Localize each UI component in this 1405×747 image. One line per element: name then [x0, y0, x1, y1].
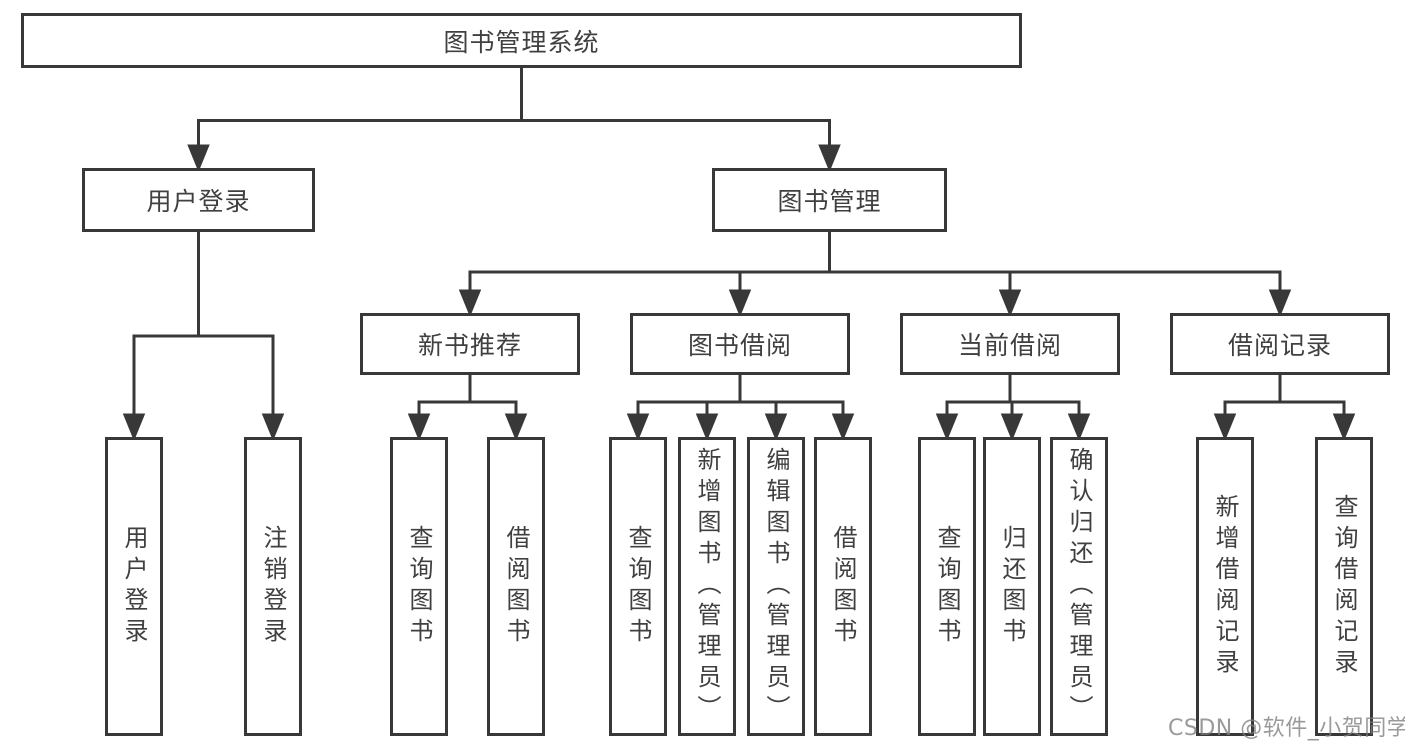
- connector-mgmt-to-level3: [458, 232, 1292, 317]
- leaf-query-books-borrow: 查询图书: [609, 437, 667, 736]
- leaf-confirm-return-admin-label: 确认归还（管理员）: [1065, 447, 1093, 726]
- leaf-return-books: 归还图书: [983, 437, 1041, 736]
- connector-root-to-level2: [187, 68, 841, 172]
- node-book-borrowing-label: 图书借阅: [687, 331, 792, 360]
- node-user-login-label: 用户登录: [146, 187, 251, 216]
- node-current-borrowing: 当前借阅: [900, 313, 1120, 375]
- csdn-watermark: CSDN @软件_小贺同学: [1168, 716, 1405, 741]
- leaf-add-books-admin-label: 新增图书（管理员）: [693, 447, 721, 726]
- node-current-borrowing-label: 当前借阅: [957, 331, 1062, 360]
- leaf-logout-label: 注销登录: [259, 524, 287, 649]
- leaf-borrow-books-recommend: 借阅图书: [487, 437, 545, 736]
- connector-login-to-leaves: [122, 232, 285, 441]
- connector-record-to-leaves: [1213, 375, 1356, 441]
- leaf-add-books-admin: 新增图书（管理员）: [678, 437, 736, 736]
- leaf-edit-books-admin: 编辑图书（管理员）: [747, 437, 805, 736]
- leaf-user-login: 用户登录: [105, 437, 163, 736]
- leaf-query-books-current-label: 查询图书: [933, 524, 961, 649]
- leaf-borrow-books: 借阅图书: [814, 437, 872, 736]
- node-borrowing-records: 借阅记录: [1170, 313, 1390, 375]
- leaf-confirm-return-admin: 确认归还（管理员）: [1050, 437, 1108, 736]
- leaf-add-borrow-record: 新增借阅记录: [1196, 437, 1254, 736]
- node-book-management: 图书管理: [712, 168, 947, 232]
- node-book-borrowing: 图书借阅: [630, 313, 850, 375]
- leaf-return-books-label: 归还图书: [998, 524, 1026, 649]
- connector-rec-to-leaves: [407, 375, 528, 441]
- leaf-user-login-label: 用户登录: [120, 524, 148, 649]
- leaf-borrow-books-recommend-label: 借阅图书: [502, 524, 530, 649]
- leaf-query-books-recommend-label: 查询图书: [405, 524, 433, 649]
- leaf-query-books-recommend: 查询图书: [390, 437, 448, 736]
- leaf-borrow-books-label: 借阅图书: [829, 524, 857, 649]
- node-user-login: 用户登录: [82, 168, 315, 232]
- connector-borrow-to-leaves: [626, 375, 855, 441]
- connector-current-to-leaves: [935, 375, 1091, 441]
- node-root-label: 图书管理系统: [443, 27, 600, 57]
- leaf-query-books-current: 查询图书: [918, 437, 976, 736]
- node-book-management-label: 图书管理: [777, 187, 882, 216]
- leaf-logout: 注销登录: [244, 437, 302, 736]
- leaf-edit-books-admin-label: 编辑图书（管理员）: [762, 447, 790, 726]
- leaf-add-borrow-record-label: 新增借阅记录: [1211, 493, 1239, 680]
- leaf-query-books-borrow-label: 查询图书: [624, 524, 652, 649]
- node-new-book-recommend: 新书推荐: [360, 313, 580, 375]
- leaf-query-borrow-record: 查询借阅记录: [1315, 437, 1373, 736]
- node-root-system: 图书管理系统: [21, 13, 1022, 68]
- leaf-query-borrow-record-label: 查询借阅记录: [1330, 493, 1358, 680]
- node-borrowing-records-label: 借阅记录: [1227, 331, 1332, 360]
- node-new-book-recommend-label: 新书推荐: [417, 331, 522, 360]
